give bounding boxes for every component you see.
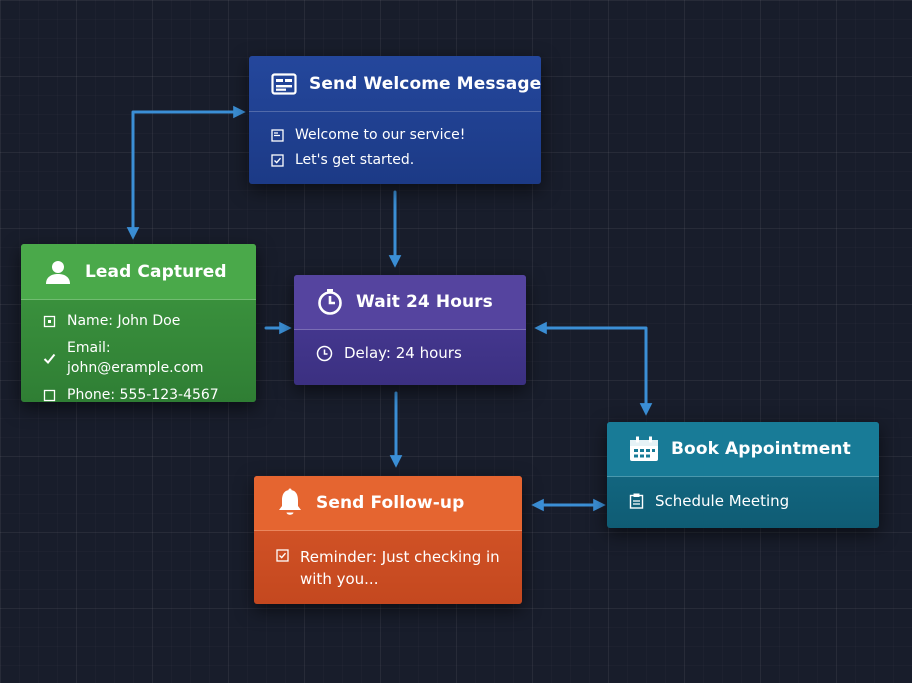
node-body: Schedule Meeting bbox=[607, 477, 879, 521]
message-card-icon bbox=[271, 72, 297, 95]
node-title: Send Welcome Message bbox=[309, 73, 541, 94]
node-row: Schedule Meeting bbox=[629, 491, 857, 511]
row-text: Schedule Meeting bbox=[655, 492, 790, 510]
user-icon bbox=[43, 257, 73, 287]
node-send-welcome-message[interactable]: Send Welcome Message Welcome to our serv… bbox=[249, 56, 541, 184]
calendar-icon bbox=[629, 436, 659, 462]
clipboard-icon bbox=[629, 493, 644, 509]
check-box-icon bbox=[276, 549, 289, 562]
row-text: Reminder: Just checking in with you... bbox=[300, 548, 500, 588]
node-header: Send Welcome Message bbox=[249, 56, 541, 112]
message-icon bbox=[271, 128, 284, 142]
row-text: Email: john@erample.com bbox=[67, 340, 204, 376]
row-text: Welcome to our service! bbox=[295, 127, 466, 143]
node-row: Email: john@erample.com bbox=[43, 338, 234, 378]
node-title: Lead Captured bbox=[85, 261, 227, 282]
checkbox-icon bbox=[43, 389, 56, 402]
bell-icon bbox=[276, 488, 304, 518]
connector-lead-welcome bbox=[126, 105, 246, 240]
node-row: Delay: 24 hours bbox=[316, 343, 504, 363]
connector-wait-book bbox=[534, 321, 653, 416]
node-row: Reminder: Just checking in with you... bbox=[276, 546, 500, 590]
node-header: Wait 24 Hours bbox=[294, 275, 526, 330]
row-text: Phone: 555-123-4567 bbox=[67, 387, 219, 402]
node-header: Book Appointment bbox=[607, 422, 879, 477]
checkmark-icon bbox=[43, 352, 56, 365]
node-header: Lead Captured bbox=[21, 244, 256, 300]
node-wait-24-hours[interactable]: Wait 24 Hours Delay: 24 hours bbox=[294, 275, 526, 385]
node-body: Delay: 24 hours bbox=[294, 330, 526, 373]
node-body: Reminder: Just checking in with you... bbox=[254, 531, 522, 600]
check-box-icon bbox=[271, 153, 284, 167]
node-send-follow-up[interactable]: Send Follow-up Reminder: Just checking i… bbox=[254, 476, 522, 604]
node-row: Let's get started. bbox=[271, 150, 519, 170]
node-title: Wait 24 Hours bbox=[356, 292, 493, 312]
node-lead-captured[interactable]: Lead Captured Name: John Doe Email: john… bbox=[21, 244, 256, 402]
row-text: Name: John Doe bbox=[67, 313, 181, 329]
node-row: Phone: 555-123-4567 bbox=[43, 385, 234, 402]
node-body: Welcome to our service! Let's get starte… bbox=[249, 112, 541, 180]
row-text: Let's get started. bbox=[295, 152, 415, 168]
checkbox-icon bbox=[43, 315, 56, 328]
row-text: Delay: 24 hours bbox=[344, 344, 462, 362]
clock-icon bbox=[316, 345, 333, 362]
node-row: Name: John Doe bbox=[43, 311, 234, 331]
node-book-appointment[interactable]: Book Appointment Schedule Meeting bbox=[607, 422, 879, 528]
node-title: Send Follow-up bbox=[316, 493, 465, 513]
node-body: Name: John Doe Email: john@erample.com P… bbox=[21, 300, 256, 402]
node-row: Welcome to our service! bbox=[271, 125, 519, 145]
timer-icon bbox=[316, 288, 344, 316]
node-title: Book Appointment bbox=[671, 439, 851, 459]
node-header: Send Follow-up bbox=[254, 476, 522, 531]
